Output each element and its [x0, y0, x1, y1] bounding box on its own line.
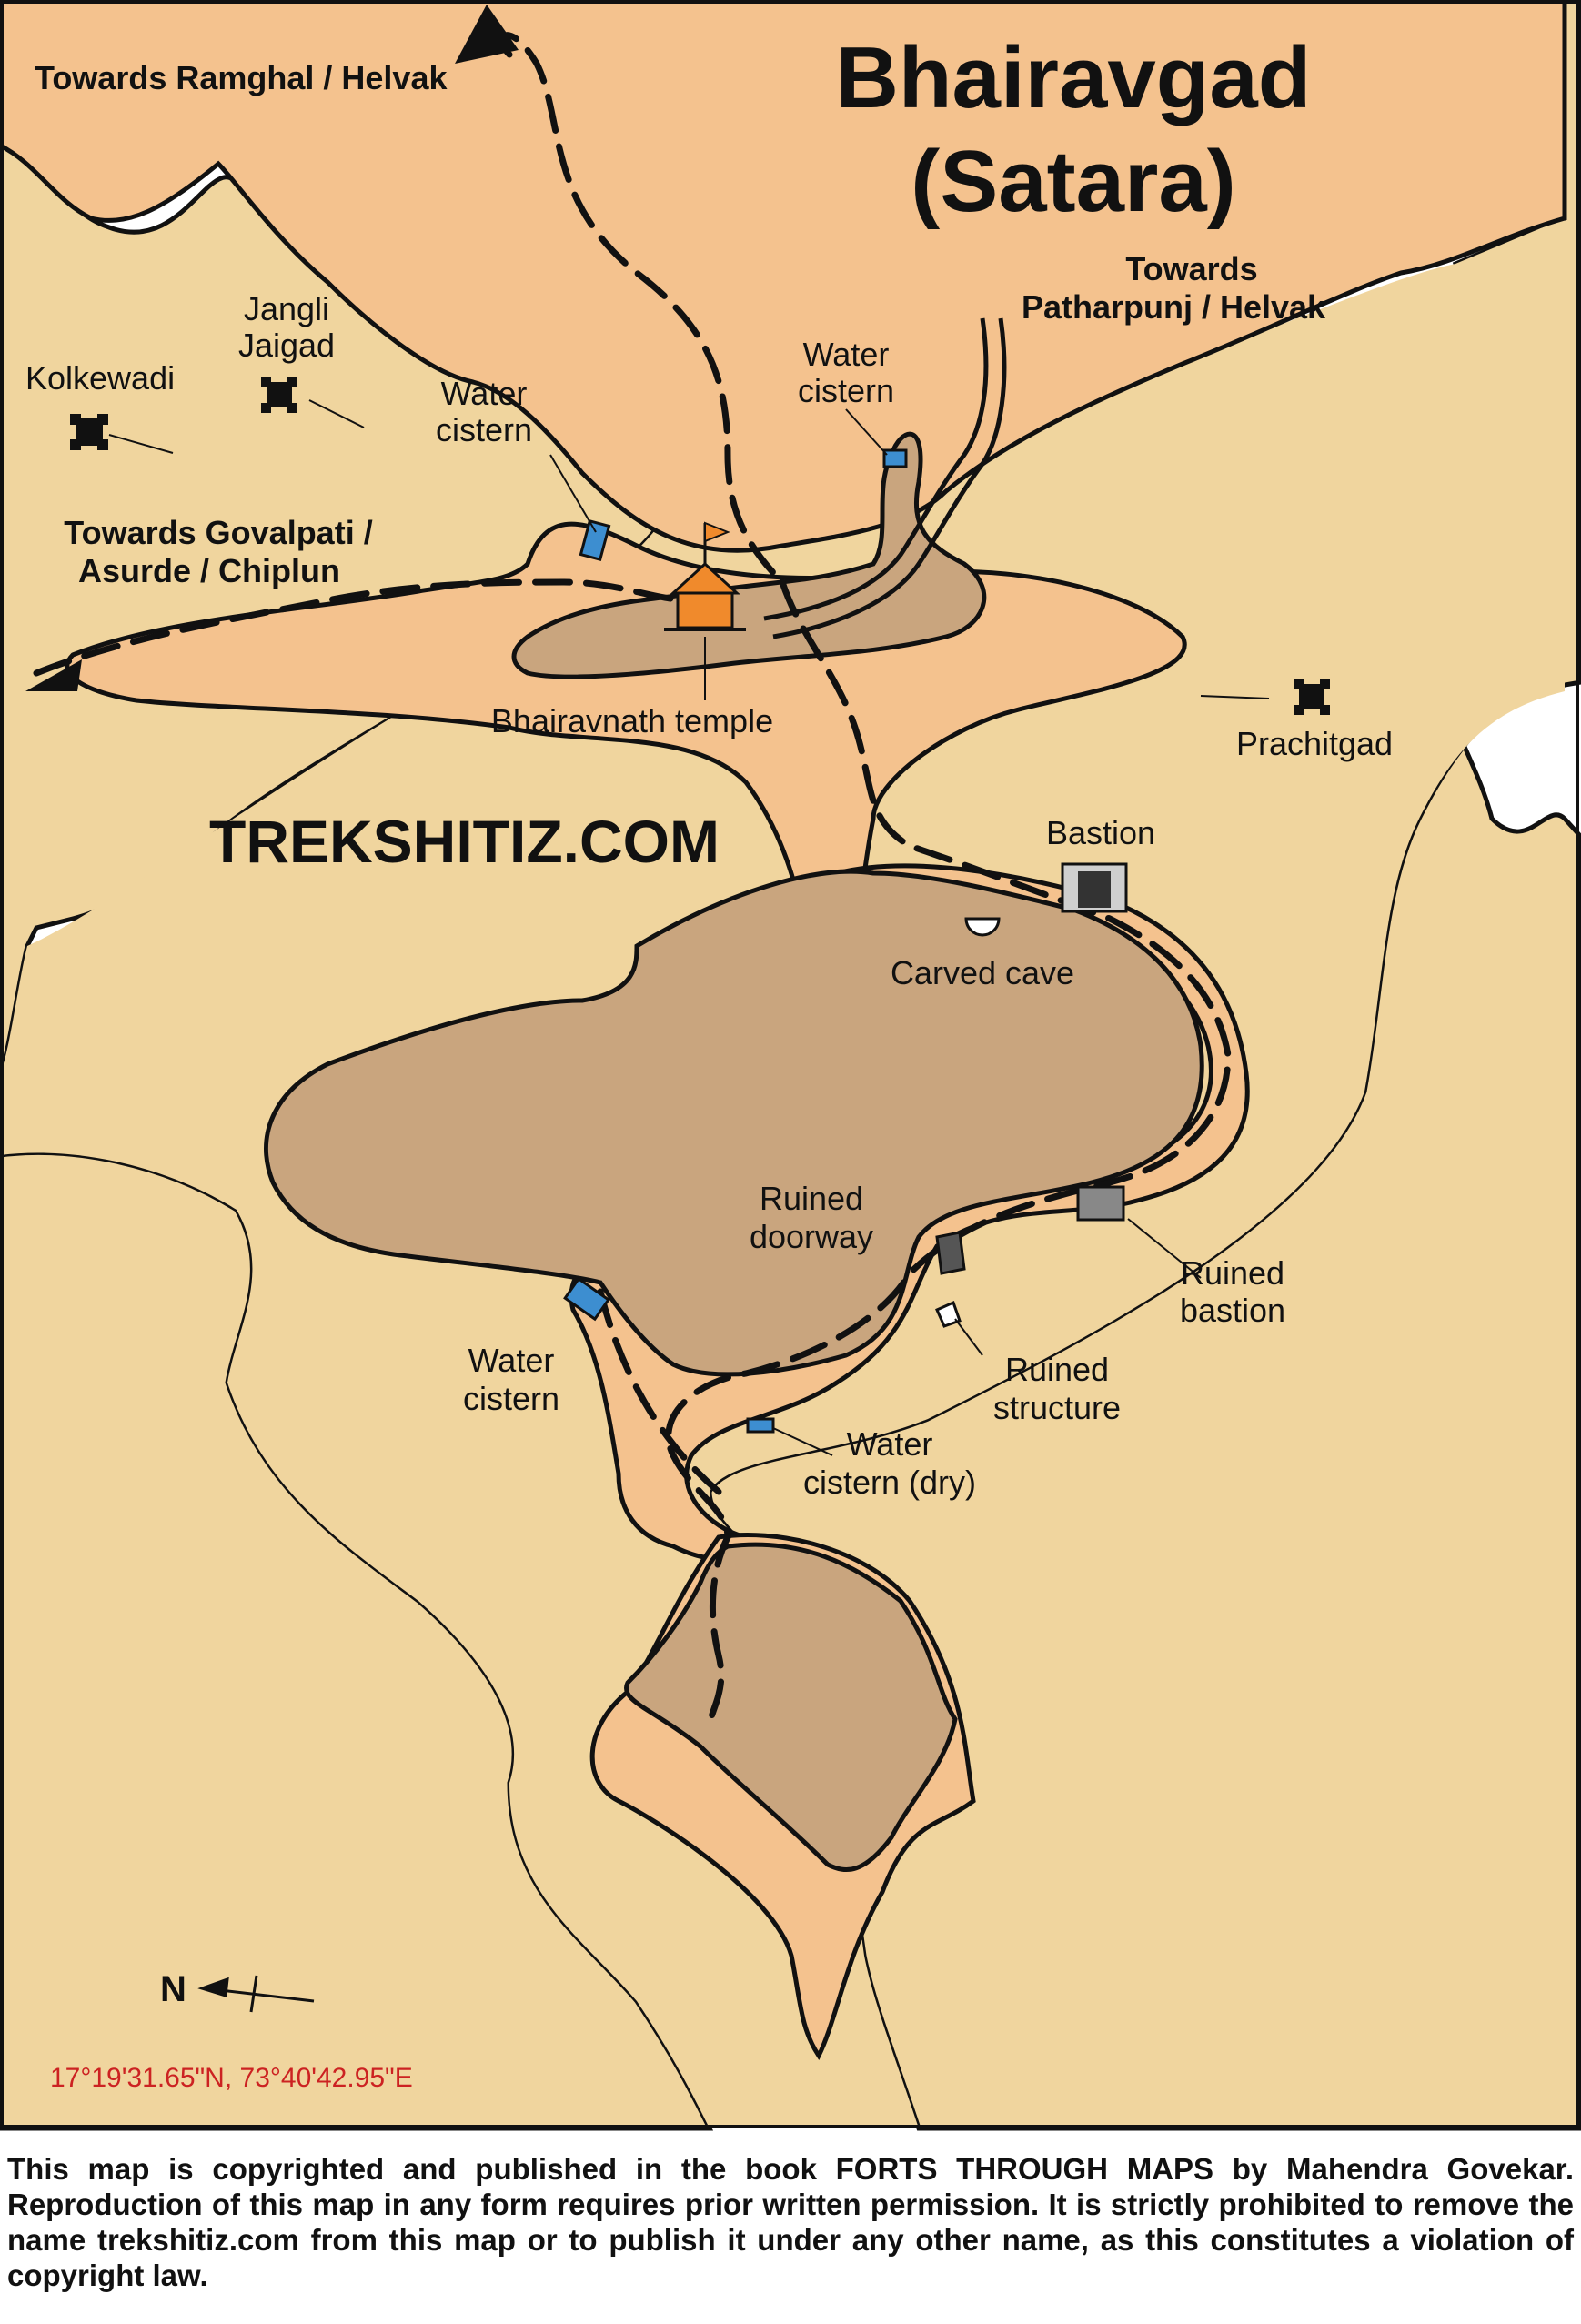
label-cistern-nw-1: Water: [441, 375, 528, 412]
arrow-north-icon: [455, 5, 519, 64]
label-cistern-n-2: cistern: [798, 372, 894, 409]
cistern-icon: [563, 448, 908, 1434]
place-prachitgad: Prachitgad: [1236, 725, 1393, 762]
label-ruined-structure-1: Ruined: [1005, 1351, 1109, 1388]
ruined-structure-icon: [935, 1300, 962, 1328]
ruined-bastion-icon: [1076, 1185, 1125, 1222]
ruined-doorway-icon: [935, 1231, 966, 1275]
place-jangli-2: Jaigad: [238, 327, 335, 364]
map-title-line1: Bhairavgad: [836, 29, 1312, 126]
direction-patharpunj-1: Towards: [1125, 250, 1257, 287]
label-cistern-s-2: cistern: [463, 1380, 559, 1417]
direction-govalpati-1: Towards Govalpati /: [64, 514, 372, 551]
label-cistern-dry-1: Water: [847, 1425, 933, 1463]
slope-area: [0, 0, 1567, 553]
label-cistern-dry-2: cistern (dry): [803, 1464, 976, 1501]
label-cistern-n-1: Water: [803, 336, 890, 373]
temple-icon: [664, 521, 746, 631]
direction-govalpati-2: Asurde / Chiplun: [78, 552, 340, 589]
fort-marker-icon: [70, 377, 1330, 715]
compass-arrow-icon: [197, 1975, 315, 2013]
label-bastion: Bastion: [1046, 814, 1155, 851]
map-title-line2: (Satara): [911, 133, 1235, 230]
compass-label: N: [160, 1969, 186, 2009]
temple-ridge: [511, 431, 987, 679]
coordinates: 17°19'31.65"N, 73°40'42.95"E: [50, 2063, 413, 2093]
label-ruined-structure-2: structure: [993, 1389, 1121, 1426]
label-ruined-doorway-1: Ruined: [760, 1180, 863, 1217]
label-cistern-nw-2: cistern: [436, 411, 532, 448]
label-ruined-bastion-1: Ruined: [1181, 1254, 1284, 1292]
label-carved-cave: Carved cave: [891, 954, 1074, 991]
label-ruined-doorway-2: doorway: [750, 1218, 873, 1255]
watermark: TREKSHITIZ.COM: [209, 808, 720, 875]
label-temple: Bhairavnath temple: [491, 702, 773, 739]
bastion-icon: [1061, 862, 1128, 913]
copyright-notice: This map is copyrighted and published in…: [7, 2152, 1574, 2292]
direction-ramghal: Towards Ramghal / Helvak: [35, 59, 448, 96]
arrow-west-icon: [25, 659, 82, 691]
label-ruined-bastion-2: bastion: [1180, 1292, 1285, 1329]
cave-icon: [964, 917, 1001, 937]
label-cistern-s-1: Water: [468, 1342, 555, 1379]
place-kolkewadi: Kolkewadi: [25, 359, 175, 397]
place-jangli-1: Jangli: [244, 290, 329, 327]
direction-patharpunj-2: Patharpunj / Helvak: [1022, 288, 1326, 326]
